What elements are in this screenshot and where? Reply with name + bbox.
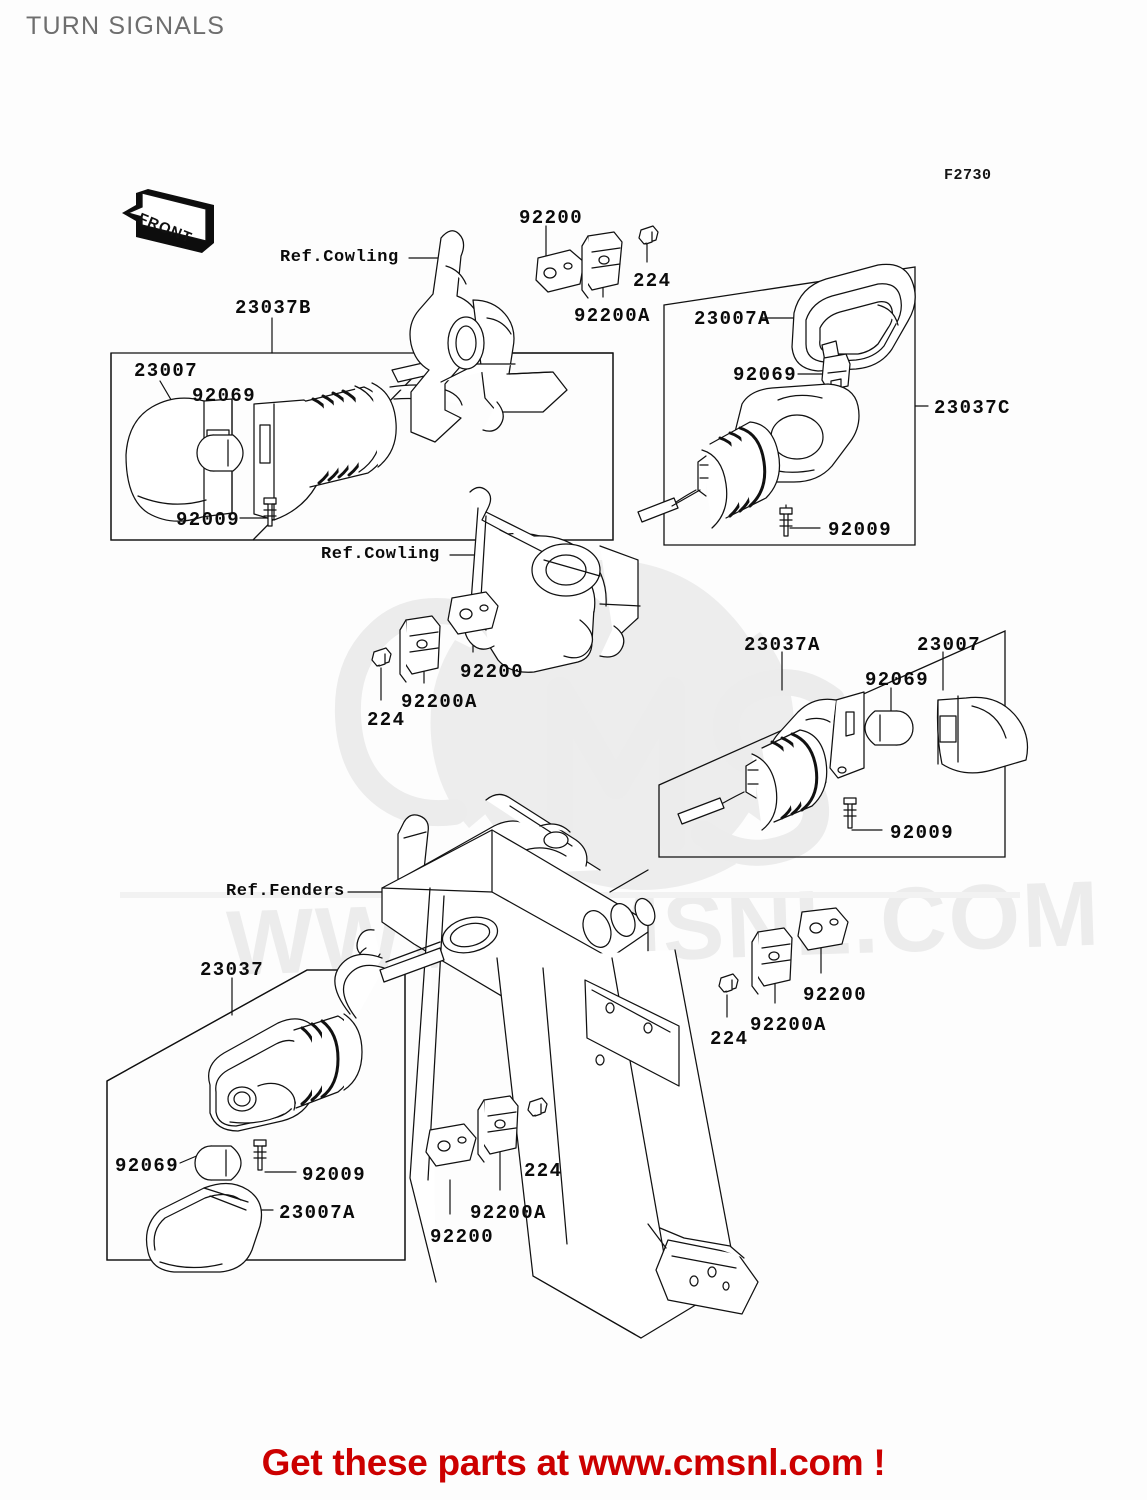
callout-23007a-upper: 23007A xyxy=(694,308,771,330)
callout-224-mid: 224 xyxy=(367,709,406,731)
part-92069-bulb-upperleft xyxy=(196,434,244,472)
callout-92200-mid: 92200 xyxy=(460,661,525,683)
callout-224-botmid: 224 xyxy=(524,1160,563,1182)
part-23007-lens-lowright xyxy=(936,695,1029,774)
part-23037-body xyxy=(208,941,445,1132)
callout-92200-top: 92200 xyxy=(519,207,584,229)
callout-92009-upperleft: 92009 xyxy=(176,509,241,531)
part-92200a-bracket-botright xyxy=(751,927,793,995)
callout-23007-upper: 23007 xyxy=(134,360,199,382)
front-orientation-badge: FRONT xyxy=(118,183,218,265)
callout-23037b: 23037B xyxy=(235,297,312,319)
part-92200-plate-botmid xyxy=(425,1123,477,1167)
callout-92200a-botmid: 92200A xyxy=(470,1202,547,1224)
part-224-bolt-botmid xyxy=(527,1097,548,1117)
callout-92009-botleft: 92009 xyxy=(302,1164,367,1186)
ref-cowling-middle-part xyxy=(464,486,641,673)
callout-92069-right: 92069 xyxy=(733,364,798,386)
part-92200a-bracket-mid xyxy=(399,615,441,683)
ref-fenders-label: Ref.Fenders xyxy=(226,882,345,901)
ref-cowling-upper-label: Ref.Cowling xyxy=(280,248,399,267)
part-92200-plate-top xyxy=(535,249,585,293)
part-92009-screw-lowright xyxy=(843,797,857,829)
part-92069-bulb-upperright xyxy=(821,353,851,391)
part-92009-screw-upperleft xyxy=(263,497,277,527)
part-92069-bulb-botleft xyxy=(194,1145,242,1181)
callout-224-botright: 224 xyxy=(710,1028,749,1050)
callout-92009-right: 92009 xyxy=(828,519,893,541)
ref-cowling-upper-part xyxy=(409,230,568,443)
callout-92069-botleft: 92069 xyxy=(115,1155,180,1177)
callout-92200a-mid: 92200A xyxy=(401,691,478,713)
part-92069-bulb-lowright xyxy=(864,710,914,746)
part-23007a-lens-botleft xyxy=(145,1182,263,1273)
part-23037b-body xyxy=(253,339,495,521)
callout-92009-lowright: 92009 xyxy=(890,822,955,844)
callout-92069-lowright: 92069 xyxy=(865,669,930,691)
diagram-reference-code: F2730 xyxy=(944,167,992,184)
part-23037c-body xyxy=(637,383,860,529)
footer-tagline: Get these parts at www.cmsnl.com ! xyxy=(261,1442,886,1483)
callout-23007-lowright: 23007 xyxy=(917,634,982,656)
ref-fenders-part xyxy=(356,793,759,1339)
part-92200-plate-mid xyxy=(447,591,499,635)
callout-23037a: 23037A xyxy=(744,634,821,656)
part-224-bolt-mid xyxy=(371,647,392,667)
callout-92200a-botright: 92200A xyxy=(750,1014,827,1036)
part-92009-screw-upperright xyxy=(779,507,793,537)
callout-23037: 23037 xyxy=(200,959,265,981)
arrow-left-3d-icon xyxy=(122,189,214,253)
callout-224-top: 224 xyxy=(633,270,672,292)
part-92200a-bracket-top xyxy=(581,231,623,299)
callout-92200a-top: 92200A xyxy=(574,305,651,327)
part-23037a-body xyxy=(677,691,865,831)
part-224-bolt-botright xyxy=(718,973,739,993)
part-92200-plate-botright xyxy=(797,907,849,951)
part-92200a-bracket-botmid xyxy=(477,1095,519,1163)
part-92009-screw-botleft xyxy=(253,1139,267,1171)
callout-92200-botright: 92200 xyxy=(803,984,868,1006)
part-224-bolt-top xyxy=(638,225,659,245)
callout-23007a-botleft: 23007A xyxy=(279,1202,356,1224)
callout-92069-upper: 92069 xyxy=(192,385,257,407)
page-title: TURN SIGNALS xyxy=(26,12,226,40)
part-illustrations xyxy=(125,225,1029,1339)
callout-23037c: 23037C xyxy=(934,397,1011,419)
part-23007a-lens-upperright xyxy=(791,263,916,372)
ref-cowling-middle-label: Ref.Cowling xyxy=(321,545,440,564)
callout-92200-botmid: 92200 xyxy=(430,1226,495,1248)
